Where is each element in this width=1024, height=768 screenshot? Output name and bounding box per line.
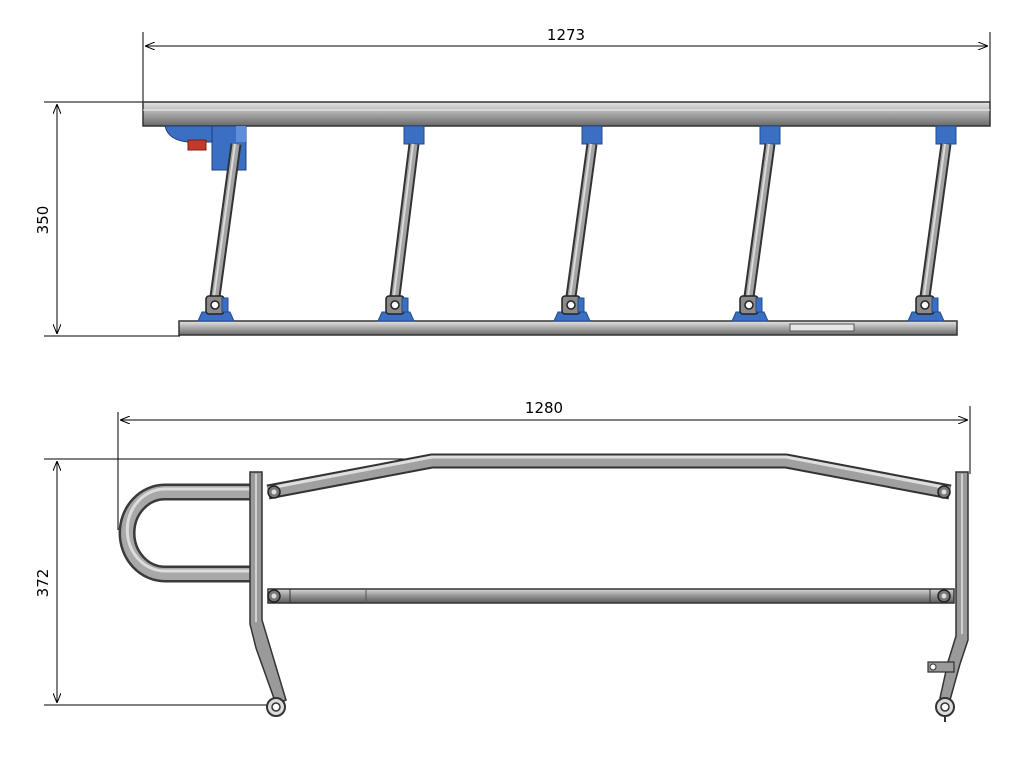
pivot-joint: [937, 589, 951, 603]
top-height-label: 350: [34, 206, 52, 235]
post: [553, 125, 603, 322]
top-rail: [142, 101, 991, 127]
u-handle: [118, 483, 250, 583]
bottom-width-label: 1280: [525, 399, 563, 417]
latch-mechanism: [164, 125, 247, 171]
top-view: 1273 350: [34, 26, 991, 337]
left-upright: [249, 471, 287, 717]
post: [731, 125, 781, 322]
base-slot: [789, 323, 855, 332]
post: [197, 143, 242, 322]
post: [907, 125, 957, 322]
lower-tube: [267, 588, 955, 604]
bottom-height-dimension: 372: [34, 458, 430, 706]
bottom-width-dimension: 1280: [117, 399, 971, 530]
pivot-joints: [267, 485, 951, 603]
pivot-joint: [267, 589, 281, 603]
upper-tube: [266, 453, 952, 500]
top-width-dimension: 1273: [142, 26, 991, 104]
top-width-label: 1273: [547, 26, 585, 44]
bottom-view: 1280 372: [34, 399, 971, 722]
post: [377, 125, 425, 322]
pivot-joint: [937, 485, 951, 499]
pivot-joint: [267, 485, 281, 499]
right-upright: [927, 471, 969, 722]
bottom-height-label: 372: [34, 569, 52, 598]
posts-group: [197, 125, 957, 322]
top-height-dimension: 350: [34, 101, 180, 337]
